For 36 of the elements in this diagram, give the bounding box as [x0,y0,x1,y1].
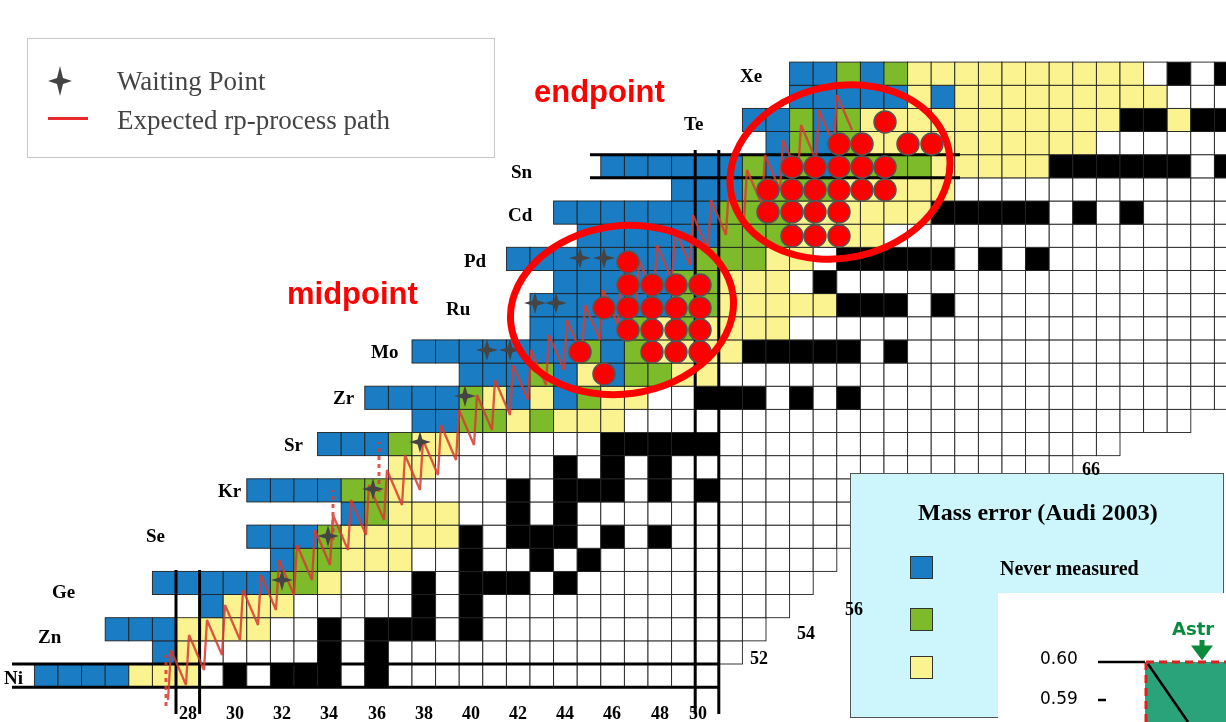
axis-number: 36 [367,702,387,722]
axis-number: 28 [178,702,198,722]
element-label: Ni [4,666,24,690]
element-label: Pd [464,249,488,273]
axis-number: 46 [602,702,622,722]
element-label: Sr [284,433,304,457]
axis-number: 52 [749,647,769,670]
element-label: Ru [446,297,472,321]
axis-number: 38 [414,702,434,722]
legend-text: Never measured [1000,558,1139,578]
legend-title: Mass error (Audi 2003) [917,498,1159,527]
legend-text: Expected rp-process path [117,107,390,134]
element-label: Cd [508,203,534,227]
element-label: Xe [740,64,764,88]
annotation-text: endpoint [534,76,666,107]
element-label: Se [146,524,166,548]
axis-number: 48 [650,702,670,722]
axis-number: 42 [508,702,528,722]
element-label: Te [684,112,705,136]
element-label: Zr [333,386,356,410]
legend-text: Waiting Point [117,68,266,95]
element-label: Ge [52,580,77,604]
axis-number: 44 [555,702,575,722]
inset-heading: Astr [1172,620,1216,638]
axis-number: 32 [272,702,292,722]
axis-number: 54 [796,622,816,645]
element-label: Kr [218,479,243,503]
annotation-text: midpoint [287,278,419,309]
tick-label: 0.59 [1040,690,1079,707]
tick-label: 0.60 [1040,650,1079,667]
element-label: Mo [371,340,400,364]
axis-number: 40 [461,702,481,722]
element-label: Sn [511,160,534,184]
axis-number: 34 [319,702,339,722]
element-label: Zn [38,625,63,649]
axis-number: 30 [225,702,245,722]
